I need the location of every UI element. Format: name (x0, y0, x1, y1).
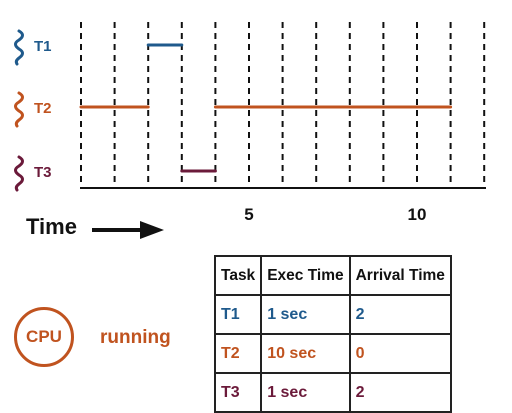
tick-label: 10 (408, 205, 427, 224)
squiggle-icon (14, 91, 24, 128)
squiggle-icon (14, 155, 24, 192)
cell-arrival-time: 2 (348, 294, 452, 335)
table-row: T2 10 sec 0 (213, 333, 452, 374)
cpu-label: CPU (26, 327, 62, 346)
time-arrow (92, 221, 164, 239)
cpu-circle: CPU (14, 307, 74, 367)
cpu-indicator: CPU running (14, 307, 214, 371)
cell-exec-time: 10 sec (260, 333, 351, 374)
header-task: Task (213, 255, 263, 296)
cell-task: T2 (213, 333, 263, 374)
cell-arrival-time: 0 (348, 333, 452, 374)
cell-exec-time: 1 sec (260, 372, 351, 413)
cell-exec-time: 1 sec (260, 294, 351, 335)
task-table: Task Exec Time Arrival Time T1 1 sec 2 T… (213, 255, 452, 413)
time-tick-labels: 5 10 (244, 205, 426, 224)
header-arrival-time: Arrival Time (348, 255, 452, 296)
table-row: T1 1 sec 2 (213, 294, 452, 335)
task-segments (79, 43, 453, 173)
table-header-row: Task Exec Time Arrival Time (213, 255, 452, 296)
cell-task: T3 (213, 372, 263, 413)
task-label-t2: T2 (34, 100, 52, 117)
cell-arrival-time: 2 (348, 372, 452, 413)
squiggle-icon (14, 29, 24, 66)
tick-label: 5 (244, 205, 253, 224)
cpu-status: running (100, 327, 171, 348)
header-exec-time: Exec Time (260, 255, 351, 296)
time-gridlines (80, 22, 486, 186)
task-label-t3: T3 (34, 164, 52, 181)
time-axis-label: Time (26, 214, 77, 239)
table-row: T3 1 sec 2 (213, 372, 452, 413)
task-label-t1: T1 (34, 38, 52, 55)
cell-task: T1 (213, 294, 263, 335)
